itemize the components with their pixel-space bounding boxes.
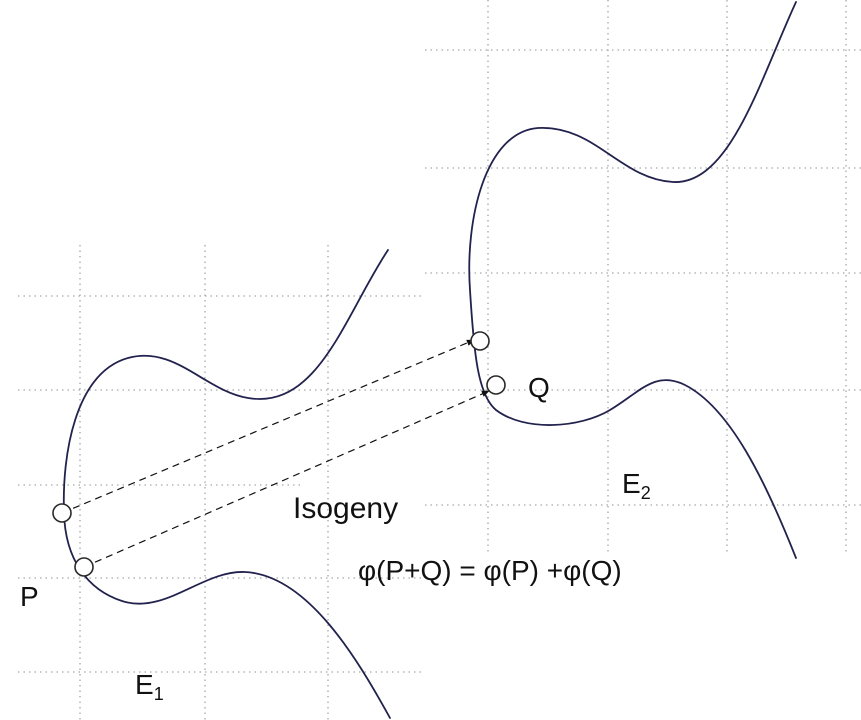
mapping-arrow-upper xyxy=(61,339,475,514)
point-q xyxy=(486,375,506,395)
label-e1-letter: E xyxy=(135,669,154,700)
label-e1: E1 xyxy=(135,669,164,704)
curve-e2 xyxy=(468,1,797,559)
curve-e1 xyxy=(62,249,391,719)
label-q: Q xyxy=(528,372,550,403)
label-e1-subscript: 1 xyxy=(154,684,164,704)
mapping-arrow-lower xyxy=(83,390,490,568)
label-e2-letter: E xyxy=(622,468,641,499)
label-p: P xyxy=(20,581,39,612)
label-isogeny: Isogeny xyxy=(293,492,398,525)
isogeny-formula: φ(P+Q) = φ(P) +φ(Q) xyxy=(358,555,622,586)
e1-grid xyxy=(18,245,425,720)
label-e2: E2 xyxy=(622,468,651,503)
label-e2-subscript: 2 xyxy=(641,483,651,503)
point-e2-upper xyxy=(470,331,490,351)
e2-grid xyxy=(425,0,861,555)
point-p xyxy=(74,557,94,577)
point-e1-upper xyxy=(52,503,72,523)
